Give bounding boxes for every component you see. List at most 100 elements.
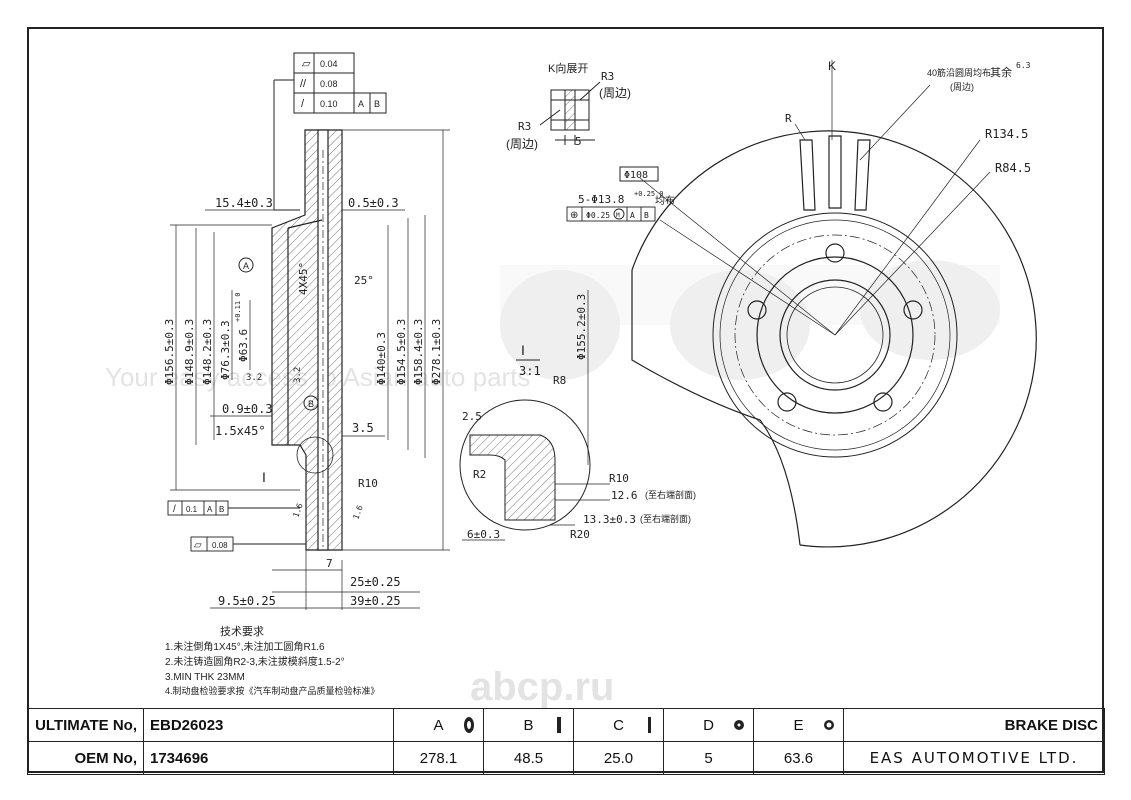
dim-a-letter: A bbox=[433, 716, 444, 734]
disc-diameter-icon bbox=[464, 717, 474, 733]
dim-dia-158-4: Φ158.4±0.3 bbox=[412, 319, 425, 385]
datum-b-mark: B bbox=[308, 399, 314, 409]
title-block: ULTIMATE No, EBD26023 A B C D E B bbox=[27, 708, 1105, 775]
detail-dim-lines bbox=[462, 290, 610, 541]
notes-heading: 技术要求 bbox=[220, 625, 264, 638]
dim-b-letter: B bbox=[523, 716, 534, 734]
pcd-value: Φ108 bbox=[624, 170, 648, 181]
company-name: EAS AUTOMOTIVE LTD. bbox=[843, 741, 1105, 775]
position-tolerance-frame bbox=[566, 206, 656, 222]
rib-radius-label: R bbox=[785, 112, 792, 125]
detail-r8: R8 bbox=[553, 374, 566, 387]
runout-frame-small bbox=[167, 500, 306, 552]
dim-39: 39±0.25 bbox=[350, 594, 401, 608]
chamfer-4x45: 4X45° bbox=[297, 262, 310, 295]
oem-value: 1734696 bbox=[143, 741, 394, 775]
angle-25: 25° bbox=[354, 274, 374, 287]
dim-9-5: 9.5±0.25 bbox=[218, 594, 276, 608]
dim-dia-148-2: Φ148.2±0.3 bbox=[201, 319, 214, 385]
detail-12-6-note: (至右端剖面) bbox=[645, 489, 696, 500]
disc-min-thickness-icon bbox=[648, 717, 651, 733]
disc-thickness-icon bbox=[557, 717, 561, 733]
dim-b-header: B bbox=[483, 708, 574, 742]
position-datum-a: A bbox=[630, 211, 635, 220]
roughness-1-6-b: 1.6 bbox=[351, 504, 364, 521]
technical-drawing: Your easy access to Asian auto parts ▱ 0… bbox=[105, 52, 1037, 708]
dim-r84-5: R84.5 bbox=[995, 161, 1031, 175]
dim-1-5x45: 1.5x45° bbox=[215, 424, 266, 438]
section-i-mark: I bbox=[262, 469, 266, 485]
dim-d-header: D bbox=[663, 708, 754, 742]
dim-a-header: A bbox=[393, 708, 484, 742]
holes-tolerance: +0.25 0 bbox=[634, 190, 664, 198]
ribs-note-2: (周边) bbox=[950, 82, 974, 92]
runout-small-symbol: / bbox=[173, 504, 176, 515]
roughness-3-2-a: 3.2 bbox=[246, 373, 262, 383]
runout-small-value: 0.1 bbox=[186, 505, 198, 514]
front-leader-lines bbox=[639, 60, 991, 336]
other-roughness-note: 其余 bbox=[990, 65, 1012, 79]
holes-spec: 5-Φ13.8 bbox=[578, 193, 624, 206]
flatness-symbol: ▱ bbox=[302, 58, 311, 70]
flatness-small-value: 0.08 bbox=[212, 541, 228, 550]
dim-b-value: 48.5 bbox=[483, 741, 574, 775]
dim-7: 7 bbox=[326, 557, 333, 570]
dim-r134-5: R134.5 bbox=[985, 127, 1028, 141]
dim-e-letter: E bbox=[793, 716, 804, 734]
detail-dia-155-2: Φ155.2±0.3 bbox=[575, 294, 588, 360]
product-name: BRAKE DISC bbox=[843, 708, 1105, 742]
parallelism-symbol: // bbox=[300, 78, 307, 90]
notes-line-2: 2.未注铸造圆角R2-3,未注拔模斜度1.5-2° bbox=[165, 655, 345, 668]
bolt-holes-icon bbox=[734, 720, 744, 730]
detail-i-circle bbox=[459, 399, 591, 531]
k-view-arrow-label: K bbox=[828, 59, 836, 73]
dim-dia-154-5: Φ154.5±0.3 bbox=[395, 319, 408, 385]
dim-3-5: 3.5 bbox=[352, 421, 374, 435]
runout-small-datum-b: B bbox=[219, 505, 224, 514]
position-value: Φ0.25 bbox=[586, 211, 610, 220]
dim-r10: R10 bbox=[358, 477, 378, 490]
k-r3-left: R3 bbox=[518, 120, 531, 133]
k-r3-top-note: (周边) bbox=[599, 86, 631, 100]
dim-0-9: 0.9±0.3 bbox=[222, 402, 273, 416]
datum-a-circle bbox=[238, 257, 254, 273]
dim-e-header: E bbox=[753, 708, 844, 742]
holes-note: 均布 bbox=[655, 195, 675, 207]
runout-value: 0.10 bbox=[320, 99, 338, 109]
detail-scale: 3:1 bbox=[519, 364, 541, 378]
detail-12-6: 12.6 bbox=[611, 489, 638, 502]
notes-line-4: 4.制动盘检验要求按《汽车制动盘产品质量检验标准》 bbox=[165, 685, 380, 696]
oem-label: OEM No, bbox=[27, 741, 144, 775]
ribs-note: 40筋沿圆周均布 bbox=[927, 67, 991, 78]
notes-line-3: 3.MIN THK 23MM bbox=[165, 672, 245, 683]
detail-2-5: 2.5 bbox=[462, 410, 482, 423]
detail-6: 6±0.3 bbox=[467, 528, 500, 541]
detail-r20: R20 bbox=[570, 528, 590, 541]
datum-b-ref: B bbox=[374, 99, 380, 109]
ultimate-label: ULTIMATE No, bbox=[27, 708, 144, 742]
dim-dia-278-1: Φ278.1±0.3 bbox=[430, 319, 443, 385]
dim-a-value: 278.1 bbox=[393, 741, 484, 775]
dim-25: 25±0.25 bbox=[350, 575, 401, 589]
position-datum-b: B bbox=[644, 211, 649, 220]
detail-i-label: I bbox=[521, 342, 525, 358]
parallelism-value: 0.08 bbox=[320, 79, 338, 89]
disc-front-view bbox=[631, 130, 1037, 548]
other-roughness-value: 6.3 bbox=[1016, 61, 1031, 70]
dim-dia-148-9: Φ148.9±0.3 bbox=[183, 319, 196, 385]
runout-symbol: / bbox=[301, 98, 305, 110]
detail-r10: R10 bbox=[609, 472, 629, 485]
roughness-1-6-a: 1.6 bbox=[291, 502, 304, 519]
dim-15-4: 15.4±0.3 bbox=[215, 196, 273, 210]
position-m: M bbox=[616, 212, 620, 219]
position-symbol: ⊕ bbox=[570, 210, 578, 221]
runout-small-datum-a: A bbox=[207, 505, 213, 514]
k-view-section bbox=[539, 81, 601, 145]
dim-e-value: 63.6 bbox=[753, 741, 844, 775]
detail-13-3: 13.3±0.3 bbox=[583, 513, 636, 526]
dim-c-header: C bbox=[573, 708, 664, 742]
center-bore-icon bbox=[824, 720, 834, 730]
notes-line-1: 1.未注倒角1X45°,未注加工圆角R1.6 bbox=[165, 640, 325, 653]
k-r3-left-note: (周边) bbox=[506, 137, 538, 151]
k-r3-top: R3 bbox=[601, 70, 614, 83]
